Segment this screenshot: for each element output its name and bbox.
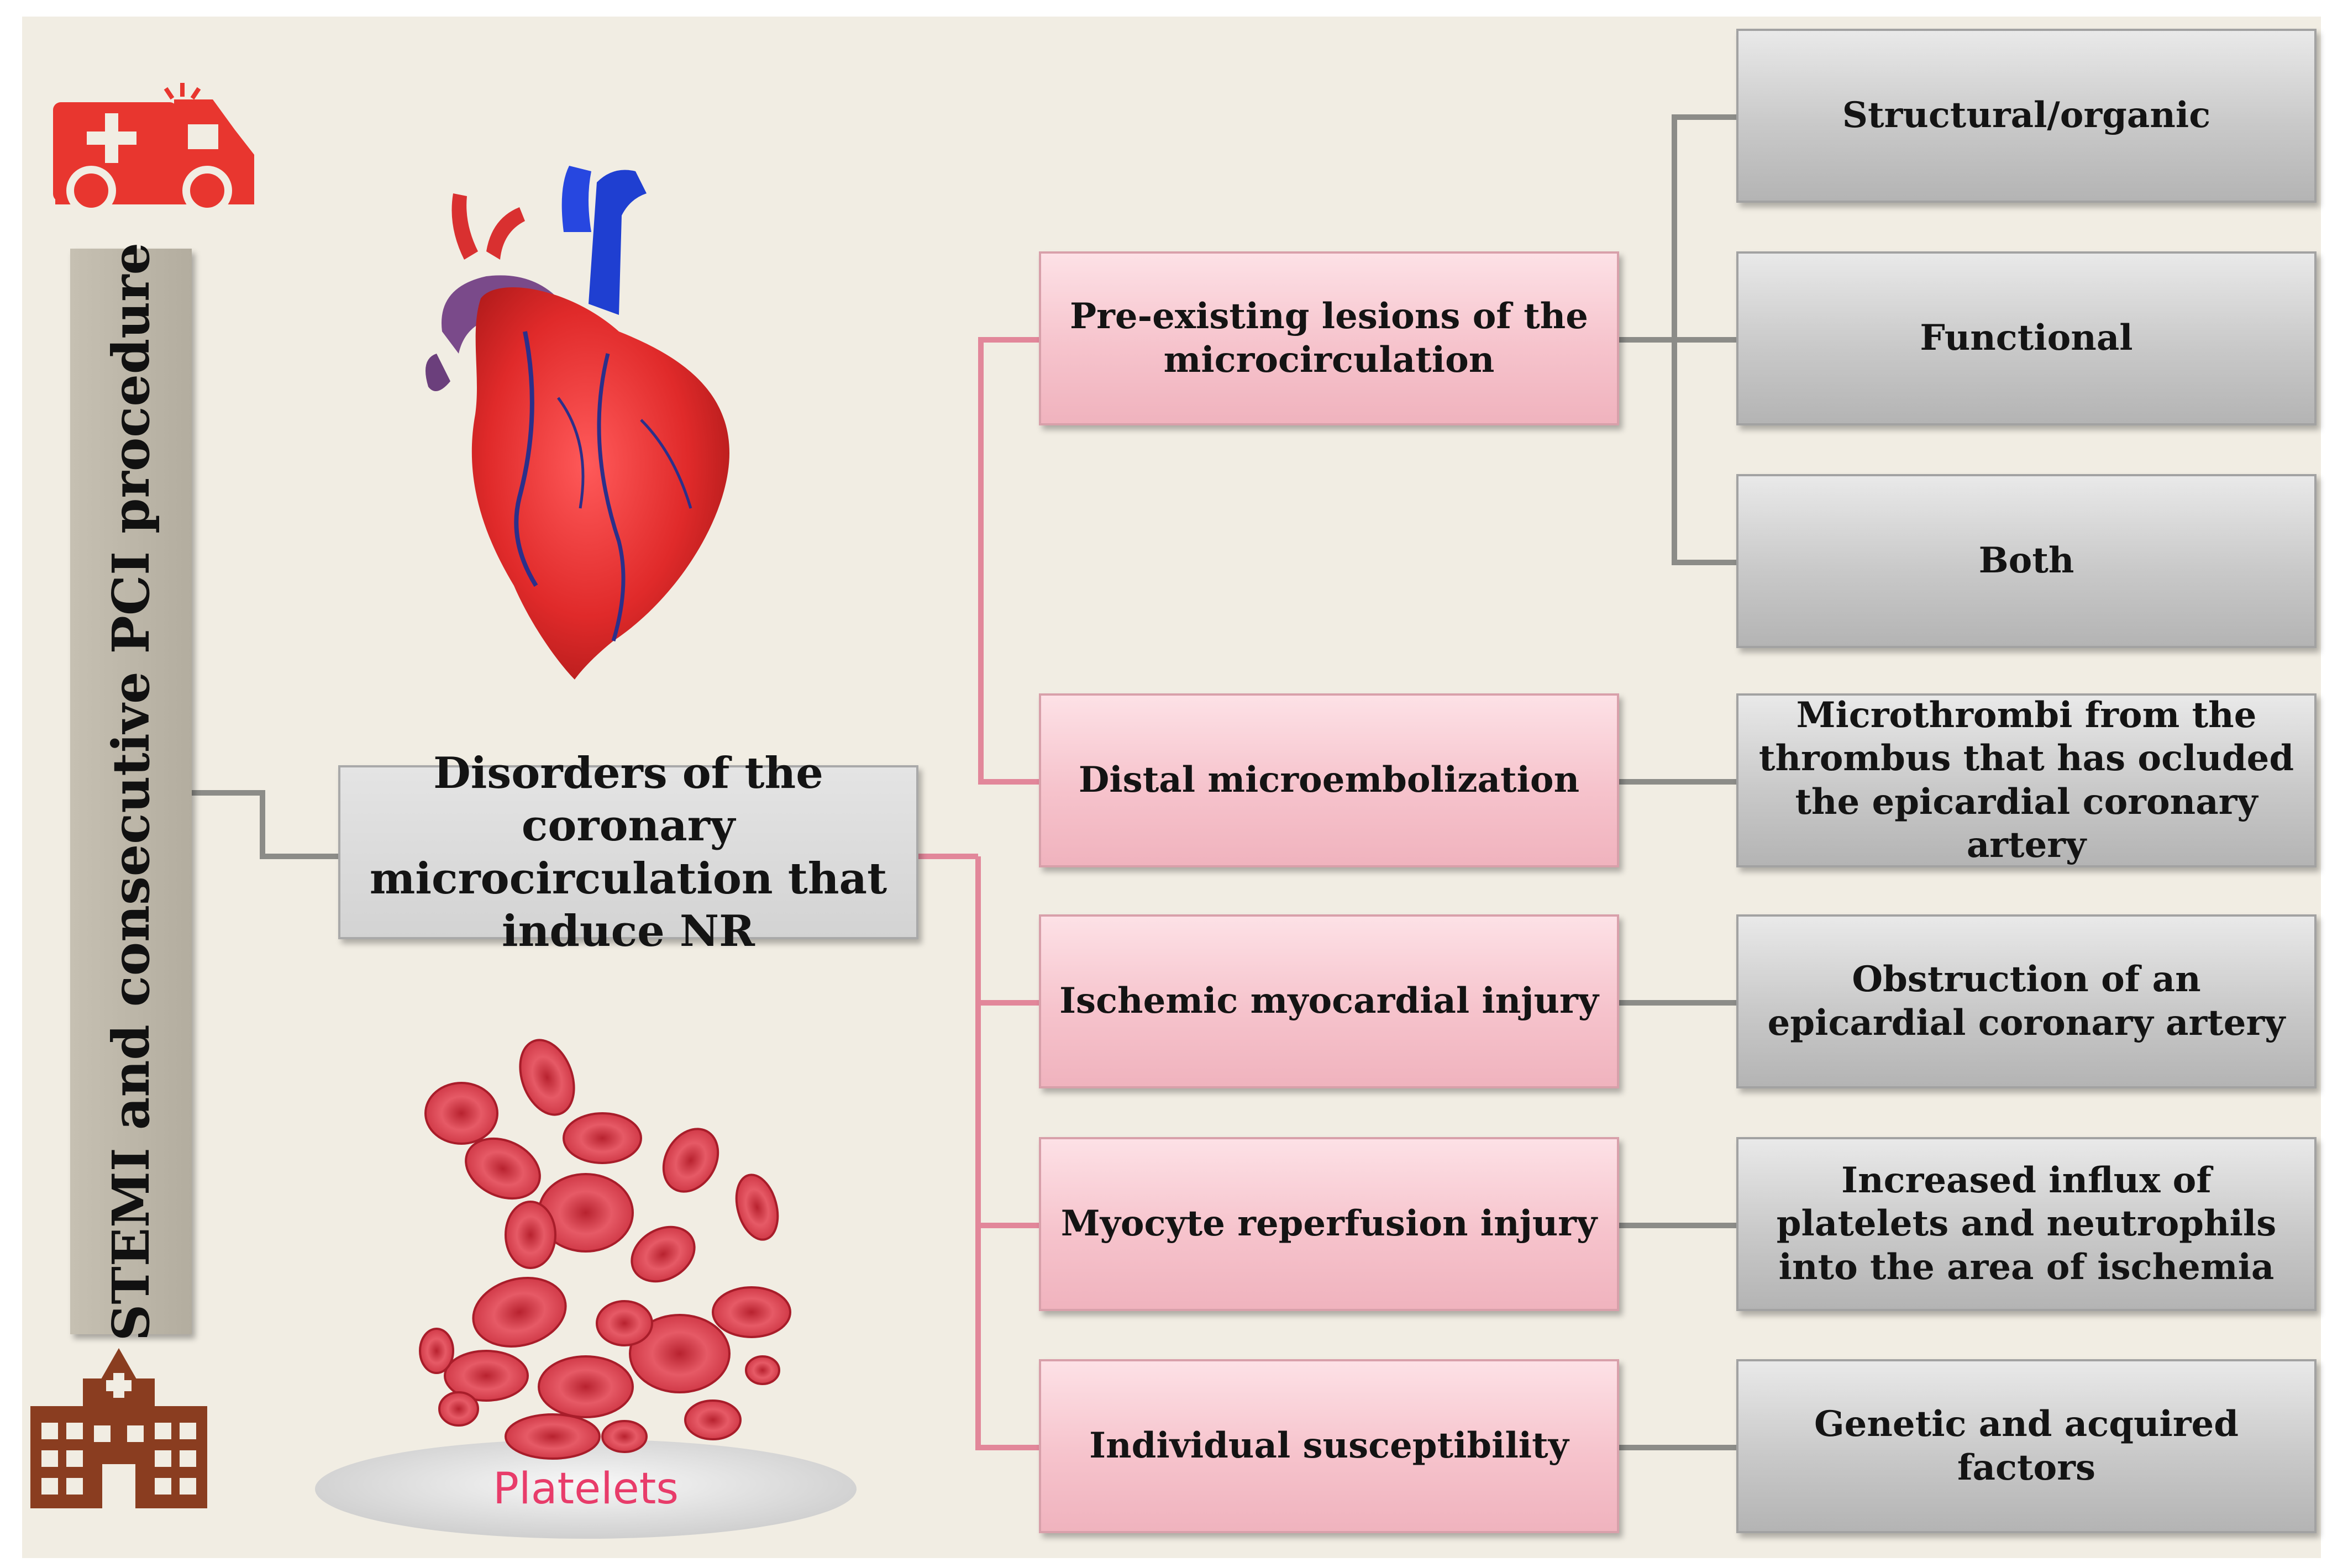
detail-box-genetic-acquired: Genetic and acquired factors [1736, 1359, 2317, 1533]
detail-box-microthrombi: Microthrombi from the thrombus that has … [1736, 693, 2317, 867]
detail-box-obstruction: Obstruction of an epicardial coronary ar… [1736, 914, 2317, 1088]
cause-box-ischemic-myocardial-injury: Ischemic myocardial injury [1039, 914, 1619, 1088]
detail-label: Genetic and acquired factors [1814, 1403, 2239, 1488]
cause-box-individual-susceptibility: Individual susceptibility [1039, 1359, 1619, 1533]
cause-label: Ischemic myocardial injury [1059, 980, 1599, 1022]
cause-label: Distal microembolization [1078, 759, 1580, 801]
detail-box-increased-influx: Increased influx of platelets and neutro… [1736, 1137, 2317, 1311]
side-label-bar: STEMI and consecutive PCI procedure [70, 242, 192, 1341]
detail-label: Structural/organic [1842, 94, 2211, 136]
cause-box-distal-microembolization: Distal microembolization [1039, 693, 1619, 867]
detail-label: Functional [1920, 317, 2133, 359]
detail-label: Both [1978, 540, 2074, 582]
detail-label: Increased influx of platelets and neutro… [1776, 1160, 2277, 1288]
cause-box-preexisting-lesions: Pre-existing lesions of the microcircula… [1039, 251, 1619, 425]
detail-box-both: Both [1736, 474, 2317, 648]
detail-box-functional: Functional [1736, 251, 2317, 425]
detail-label: Obstruction of an epicardial coronary ar… [1767, 959, 2286, 1044]
detail-box-structural-organic: Structural/organic [1736, 29, 2317, 203]
cause-label: Myocyte reperfusion injury [1060, 1203, 1598, 1245]
detail-label: Microthrombi from the thrombus that has … [1758, 694, 2294, 866]
connector-pink-trunk-lower [975, 856, 1039, 1450]
cause-box-myocyte-reperfusion-injury: Myocyte reperfusion injury [1039, 1137, 1619, 1311]
center-box: Disorders of the coronary microcirculati… [338, 748, 918, 956]
cause-label: Pre-existing lesions of the microcircula… [1070, 296, 1588, 381]
platelets-label: Platelets [493, 1464, 679, 1514]
cause-label: Individual susceptibility [1089, 1425, 1569, 1467]
center-box-label: Disorders of the coronary microcirculati… [369, 748, 887, 956]
connector-pink-trunk-upper [978, 337, 1039, 785]
connector-side-to-center [192, 790, 338, 859]
